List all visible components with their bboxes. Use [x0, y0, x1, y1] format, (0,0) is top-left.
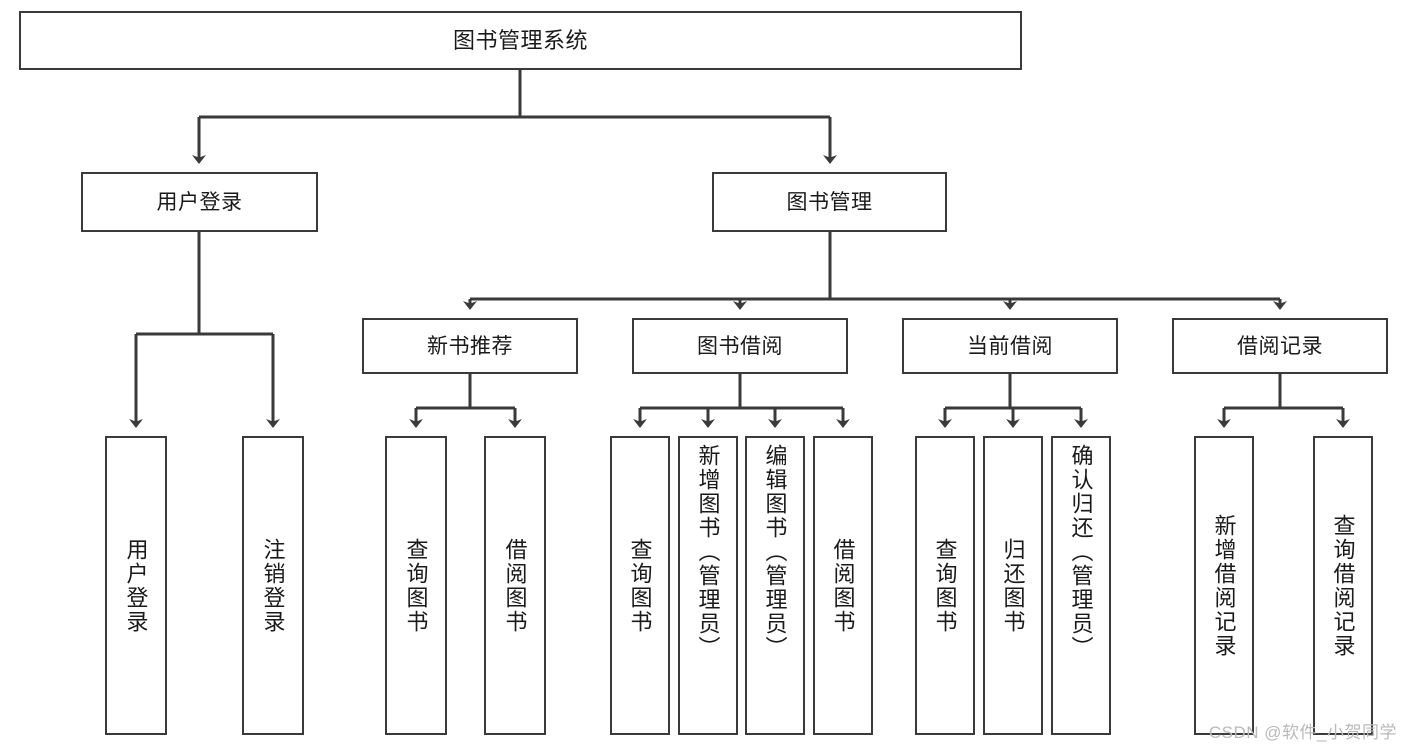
leaf-borrow-book-1[interactable]: 借阅图书: [484, 436, 546, 735]
leaf-query-book-1-label: 查询图书: [403, 537, 429, 634]
leaf-return-book[interactable]: 归还图书: [983, 436, 1043, 735]
node-root-label: 图书管理系统: [452, 27, 588, 53]
node-book-manage[interactable]: 图书管理: [712, 172, 947, 232]
leaf-borrow-book-2-label: 借阅图书: [830, 537, 856, 634]
node-user-login-label: 用户登录: [156, 190, 243, 214]
leaf-return-book-label: 归还图书: [1000, 537, 1026, 634]
node-user-login[interactable]: 用户登录: [81, 172, 318, 232]
leaf-user-login[interactable]: 用户登录: [105, 436, 167, 735]
node-current-borrow-label: 当前借阅: [967, 334, 1053, 358]
leaf-edit-book-label: 编辑图书（管理员）: [762, 444, 788, 660]
leaf-query-book-1[interactable]: 查询图书: [385, 436, 447, 735]
leaf-confirm-return-label: 确认归还（管理员）: [1068, 444, 1094, 660]
node-root[interactable]: 图书管理系统: [19, 11, 1022, 70]
node-borrow-record-label: 借阅记录: [1237, 334, 1323, 358]
leaf-query-book-2-label: 查询图书: [627, 537, 653, 634]
node-current-borrow[interactable]: 当前借阅: [902, 318, 1118, 374]
leaf-borrow-book-1-label: 借阅图书: [502, 537, 528, 634]
leaf-logout-label: 注销登录: [260, 537, 286, 634]
leaf-edit-book[interactable]: 编辑图书（管理员）: [745, 436, 805, 735]
csdn-watermark: CSDN @软件_小贺同学: [1208, 723, 1397, 742]
leaf-add-record[interactable]: 新增借阅记录: [1194, 436, 1254, 735]
leaf-query-record-label: 查询借阅记录: [1330, 513, 1356, 658]
node-book-manage-label: 图书管理: [786, 190, 873, 214]
leaf-query-record[interactable]: 查询借阅记录: [1313, 436, 1373, 735]
leaf-query-book-2[interactable]: 查询图书: [610, 436, 670, 735]
leaf-borrow-book-2[interactable]: 借阅图书: [813, 436, 873, 735]
leaf-confirm-return[interactable]: 确认归还（管理员）: [1051, 436, 1111, 735]
leaf-query-book-3[interactable]: 查询图书: [915, 436, 975, 735]
leaf-add-book[interactable]: 新增图书（管理员）: [678, 436, 738, 735]
node-book-borrow-label: 图书借阅: [697, 334, 783, 358]
leaf-add-record-label: 新增借阅记录: [1211, 513, 1237, 658]
node-new-book-rec[interactable]: 新书推荐: [362, 318, 578, 374]
node-book-borrow[interactable]: 图书借阅: [632, 318, 848, 374]
leaf-query-book-3-label: 查询图书: [932, 537, 958, 634]
leaf-logout[interactable]: 注销登录: [242, 436, 304, 735]
leaf-add-book-label: 新增图书（管理员）: [695, 444, 721, 660]
leaf-user-login-label: 用户登录: [123, 537, 149, 634]
node-borrow-record[interactable]: 借阅记录: [1172, 318, 1388, 374]
node-new-book-rec-label: 新书推荐: [427, 334, 513, 358]
